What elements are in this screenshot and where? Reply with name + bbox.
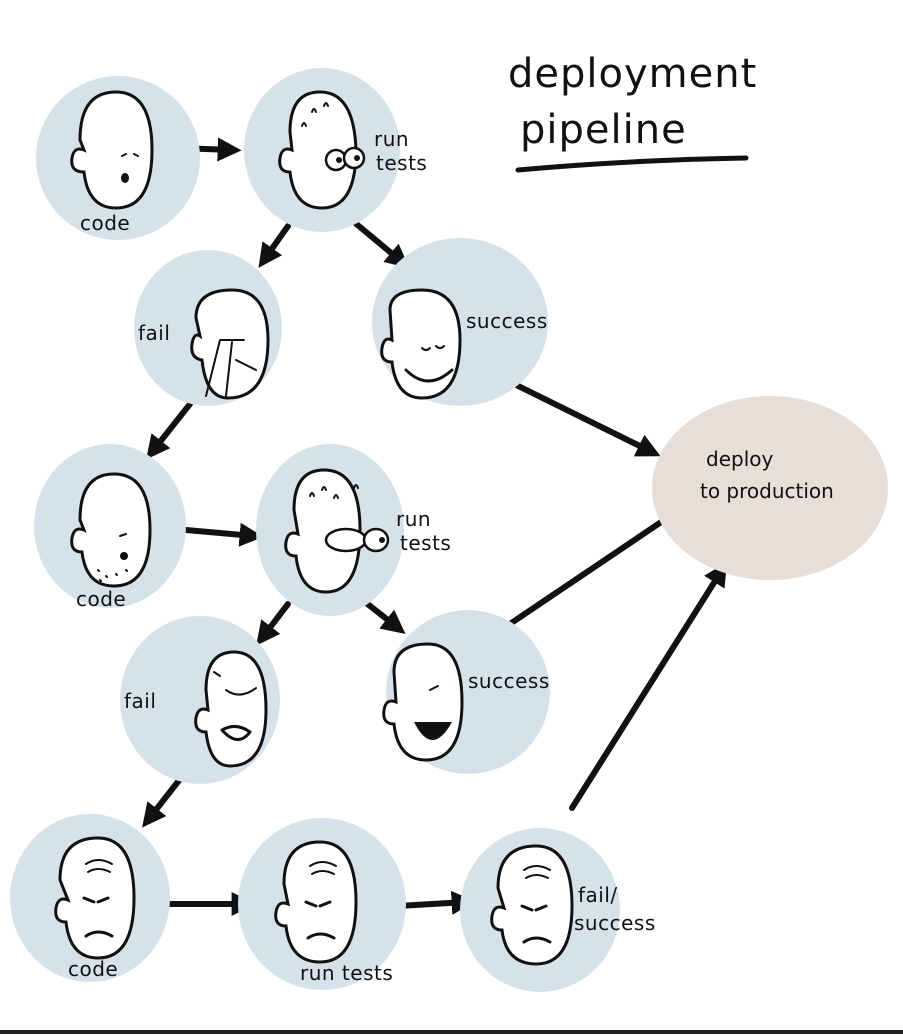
grumpy-face-icon (274, 840, 358, 964)
node-run-tests-2: run tests (256, 444, 451, 616)
grumpy-face-icon (54, 836, 136, 960)
node-fail-success: fail/ success (460, 828, 656, 992)
angry-face-icon (194, 650, 268, 768)
sweat-drops-icon (301, 102, 329, 127)
nervous-face-icon (278, 90, 358, 210)
node-label-line-2: tests (376, 151, 427, 175)
node-label: success (468, 669, 550, 693)
node-label: code (68, 957, 118, 981)
node-code-2: code (34, 444, 186, 611)
joyful-face-icon (382, 642, 464, 762)
node-fail-2: fail (120, 616, 280, 784)
arrow-success1-to-deploy (499, 375, 661, 457)
node-label: run tests (300, 961, 393, 985)
arrow-tests1-to-fail1 (258, 223, 291, 268)
arrow-fail1-to-code2 (146, 401, 193, 460)
node-deploy: deploy to production (652, 396, 888, 580)
bottom-border-line (0, 1030, 903, 1034)
deploy-bubble (652, 396, 888, 580)
stubble-face-icon (70, 472, 152, 588)
node-label: fail (138, 321, 170, 345)
panicked-face-icon (284, 468, 362, 594)
arrows (142, 137, 728, 916)
node-success-1: success (372, 238, 548, 406)
node-label-line-2: tests (400, 531, 451, 555)
title-block: deployment pipeline (508, 51, 757, 173)
grumpy-face-icon (490, 844, 574, 966)
stubble-icon (97, 569, 128, 582)
deploy-label-line-1: deploy (706, 447, 773, 471)
arrow-success2-to-deploy (495, 506, 684, 635)
sweat-drops-icon (309, 484, 359, 499)
node-code-1: code (36, 76, 200, 240)
node-label: success (466, 309, 548, 333)
node-label: code (80, 211, 130, 235)
node-run-tests-1: run tests (244, 68, 427, 232)
relieved-face-icon (380, 288, 462, 400)
deploy-label-line-2: to production (700, 479, 834, 503)
title-underline (515, 155, 749, 173)
node-label-line-1: run (374, 127, 409, 151)
node-fail-1: fail (134, 250, 282, 406)
node-success-2: success (382, 610, 550, 774)
title-line-1: deployment (508, 51, 757, 97)
arrow-tests3-to-failsuccess (395, 890, 476, 915)
happy-face-icon (70, 90, 154, 210)
crying-face-icon (190, 288, 270, 400)
node-label-line-1: fail/ (578, 883, 618, 907)
arrow-tests2-to-fail2 (256, 601, 291, 646)
node-label: fail (124, 689, 156, 713)
arrow-code2-to-tests2 (183, 522, 264, 547)
node-label-line-2: success (574, 911, 656, 935)
node-label: code (76, 587, 126, 611)
node-code-3: code (10, 814, 170, 982)
node-label-line-1: run (396, 507, 431, 531)
node-run-tests-3: run tests (238, 818, 406, 990)
arrow-tests1-to-success1 (351, 219, 410, 269)
title-line-2: pipeline (520, 107, 687, 153)
arrow-fail2-to-code3 (142, 771, 187, 828)
arrow-failsuccess-to-deploy (569, 561, 728, 811)
